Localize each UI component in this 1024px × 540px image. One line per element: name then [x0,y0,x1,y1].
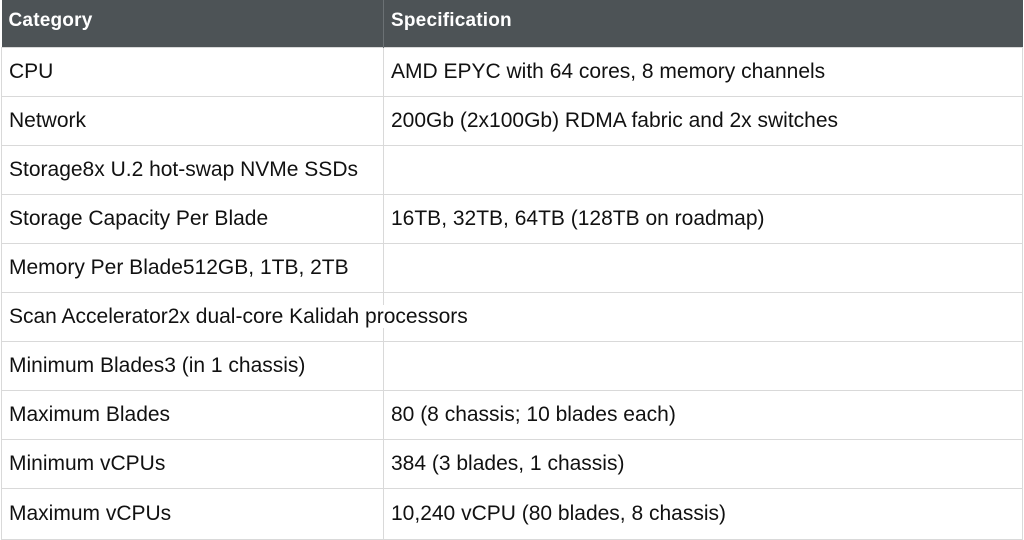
cell-category: Minimum vCPUs [1,438,384,489]
table-header: Category Specification [1,0,1023,47]
merged-row-text: Minimum Blades3 (in 1 chassis) [9,353,308,377]
cell-category: Minimum Blades3 (in 1 chassis) [1,340,384,391]
cell-category: Memory Per Blade512GB, 1TB, 2TB [1,242,384,293]
merged-row-text: Memory Per Blade512GB, 1TB, 2TB [9,255,351,279]
cell-category: Scan Accelerator2x dual-core Kalidah pro… [1,291,470,342]
cell-specification: 200Gb (2x100Gb) RDMA fabric and 2x switc… [383,95,1023,146]
table-row: Storage Capacity Per Blade 16TB, 32TB, 6… [1,193,1023,244]
merged-row-text: Storage8x U.2 hot-swap NVMe SSDs [9,157,360,181]
merged-row-text: Scan Accelerator2x dual-core Kalidah pro… [9,304,470,328]
cell-specification: 10,240 vCPU (80 blades, 8 chassis) [383,487,1023,540]
cell-category: Network [1,95,384,146]
cell-specification: AMD EPYC with 64 cores, 8 memory channel… [383,46,1023,97]
cell-specification-empty [383,340,1023,391]
table-row: Maximum Blades 80 (8 chassis; 10 blades … [1,389,1023,440]
table-row: Maximum vCPUs 10,240 vCPU (80 blades, 8 … [1,487,1023,540]
cell-category: Maximum Blades [1,389,384,440]
cell-specification: 16TB, 32TB, 64TB (128TB on roadmap) [383,193,1023,244]
cell-specification: 384 (3 blades, 1 chassis) [383,438,1023,489]
header-category: Category [1,0,384,47]
table-row: Storage8x U.2 hot-swap NVMe SSDs [1,144,1023,195]
cell-specification: 80 (8 chassis; 10 blades each) [383,389,1023,440]
table-row: Memory Per Blade512GB, 1TB, 2TB [1,242,1023,293]
table-row: Scan Accelerator2x dual-core Kalidah pro… [1,291,1023,342]
cell-category: Storage Capacity Per Blade [1,193,384,244]
cell-specification-empty [383,291,1023,342]
cell-specification-empty [383,242,1023,293]
table-body: CPU AMD EPYC with 64 cores, 8 memory cha… [1,46,1023,540]
header-row: Category Specification [1,0,1023,47]
cell-specification-empty [383,144,1023,195]
table-row: Network 200Gb (2x100Gb) RDMA fabric and … [1,95,1023,146]
cell-category: Maximum vCPUs [1,487,384,540]
header-specification: Specification [383,0,1023,47]
table-row: CPU AMD EPYC with 64 cores, 8 memory cha… [1,46,1023,97]
cell-category: CPU [1,46,384,97]
cell-category: Storage8x U.2 hot-swap NVMe SSDs [1,144,384,195]
table-row: Minimum vCPUs 384 (3 blades, 1 chassis) [1,438,1023,489]
table-row: Minimum Blades3 (in 1 chassis) [1,340,1023,391]
